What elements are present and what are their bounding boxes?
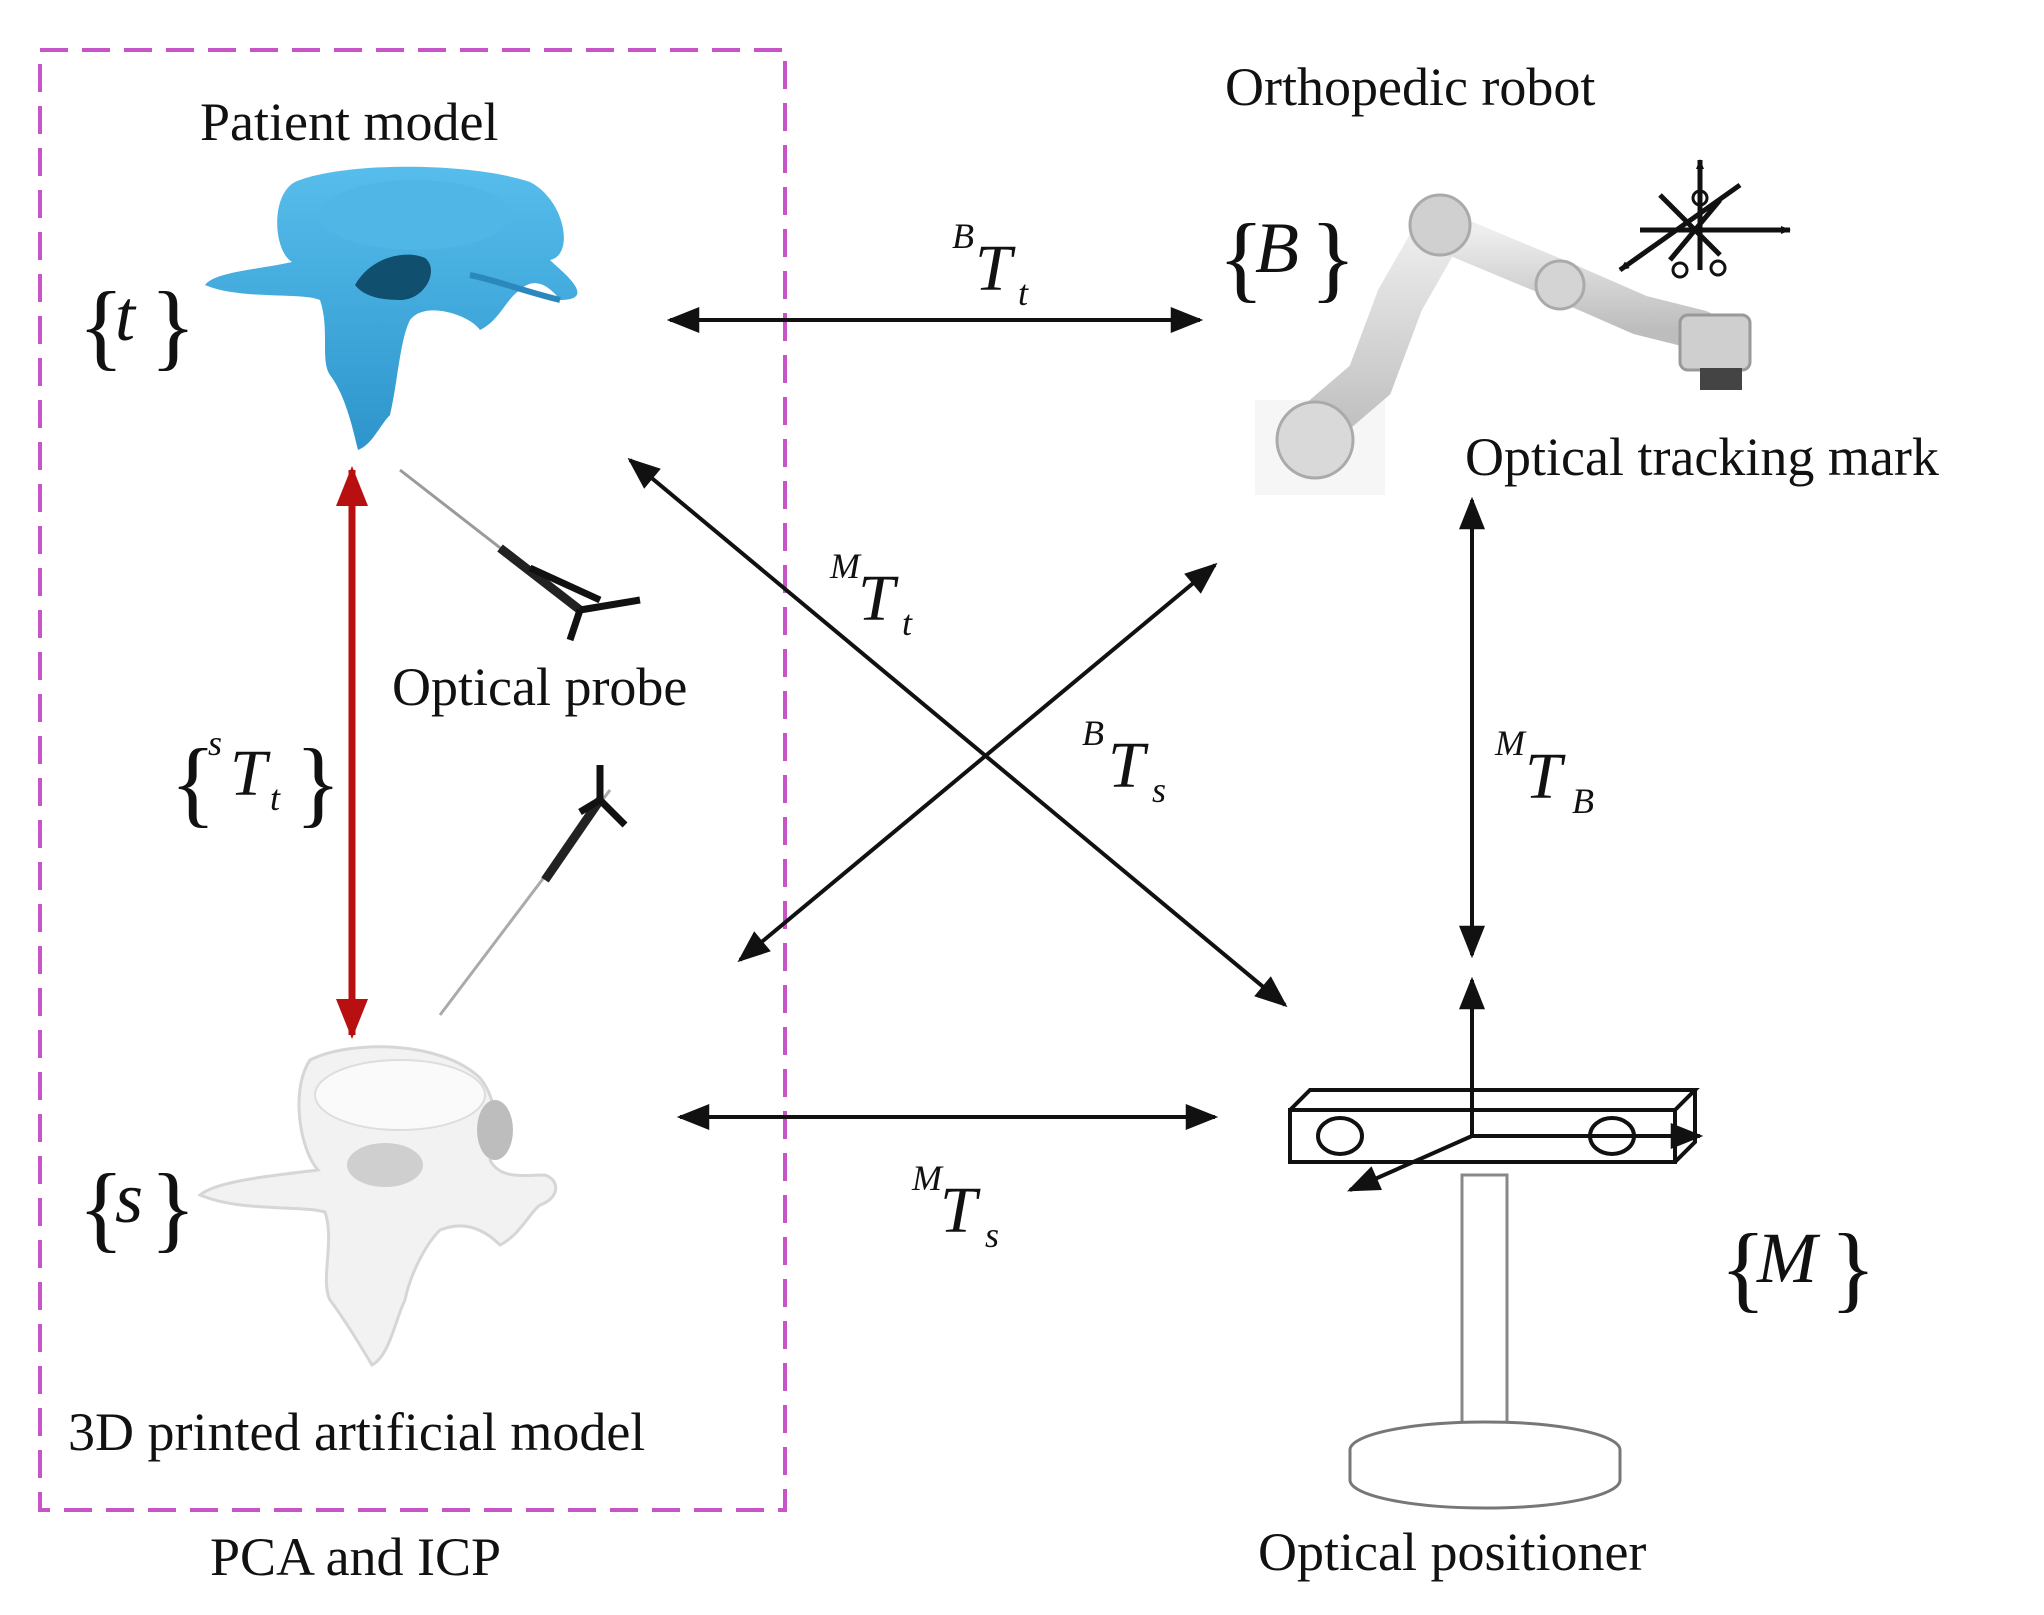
frame-s-open: {: [78, 1154, 124, 1261]
transform-MTt-sub: t: [902, 603, 913, 643]
transform-MTt-base: T: [858, 562, 899, 635]
transform-BTt: B T t: [952, 216, 1029, 313]
transform-MTB-base: T: [1525, 740, 1566, 813]
transform-BTt-sub: t: [1018, 273, 1029, 313]
transform-MTB: M T B: [1494, 723, 1594, 821]
transform-sTt: { s T t }: [170, 723, 341, 836]
label-pca-icp: PCA and ICP: [210, 1527, 501, 1587]
transform-BTt-sup: B: [952, 216, 974, 256]
frame-s-symbol: s: [115, 1158, 143, 1238]
frame-t-open: {: [78, 272, 124, 379]
transform-sTt-sub: t: [270, 778, 281, 818]
transform-sTt-base: T: [230, 737, 271, 810]
tracking-mark-icon: [1618, 159, 1791, 279]
frame-t-symbol: t: [115, 276, 137, 356]
transform-MTt-sup: M: [829, 546, 862, 586]
transform-sTt-open: {: [170, 729, 216, 836]
transform-sTt-close: }: [295, 729, 341, 836]
frame-B: { B }: [1218, 204, 1356, 311]
transform-MTs-base: T: [940, 1174, 981, 1247]
frame-M-symbol: M: [1756, 1218, 1821, 1298]
frame-t-close: }: [150, 272, 196, 379]
transform-BTs-sup: B: [1082, 713, 1104, 753]
frame-B-close: }: [1310, 204, 1356, 311]
transform-MTt: M T t: [829, 546, 913, 643]
transform-BTs: B T s: [1082, 713, 1166, 810]
vertebra-patient-icon: [205, 166, 578, 451]
label-optical-tracking-mark: Optical tracking mark: [1465, 427, 1939, 487]
frame-M-close: }: [1830, 1214, 1876, 1321]
transform-MTs: M T s: [911, 1158, 999, 1255]
frame-M-open: {: [1720, 1214, 1766, 1321]
vertebra-printed-icon: [197, 1045, 558, 1368]
transform-BTs-sub: s: [1152, 770, 1166, 810]
transform-MTs-sup: M: [911, 1158, 944, 1198]
label-optical-probe: Optical probe: [392, 657, 687, 717]
transform-MTB-sup: M: [1494, 723, 1527, 763]
frame-B-symbol: B: [1255, 208, 1299, 288]
label-optical-positioner: Optical positioner: [1258, 1522, 1646, 1582]
optical-positioner-icon: [1288, 976, 1704, 1510]
label-orthopedic-robot: Orthopedic robot: [1225, 57, 1595, 117]
optical-probe-icon: [399, 468, 641, 1016]
label-printed-model: 3D printed artificial model: [68, 1402, 645, 1462]
frame-t: { t }: [78, 272, 196, 379]
arrow-MTt: [627, 457, 1288, 1008]
transform-BTs-base: T: [1108, 729, 1149, 802]
robot-arm-icon: [1255, 193, 1752, 495]
transform-MTB-sub: B: [1572, 781, 1594, 821]
transform-BTt-base: T: [975, 232, 1016, 305]
frame-B-open: {: [1218, 204, 1264, 311]
frame-s-close: }: [150, 1154, 196, 1261]
frame-M: { M }: [1720, 1214, 1876, 1321]
frame-s: { s }: [78, 1154, 196, 1261]
transform-sTt-sup: s: [208, 723, 222, 763]
arrow-BTs: [737, 562, 1218, 963]
label-patient-model: Patient model: [200, 92, 498, 152]
transform-MTs-sub: s: [985, 1215, 999, 1255]
